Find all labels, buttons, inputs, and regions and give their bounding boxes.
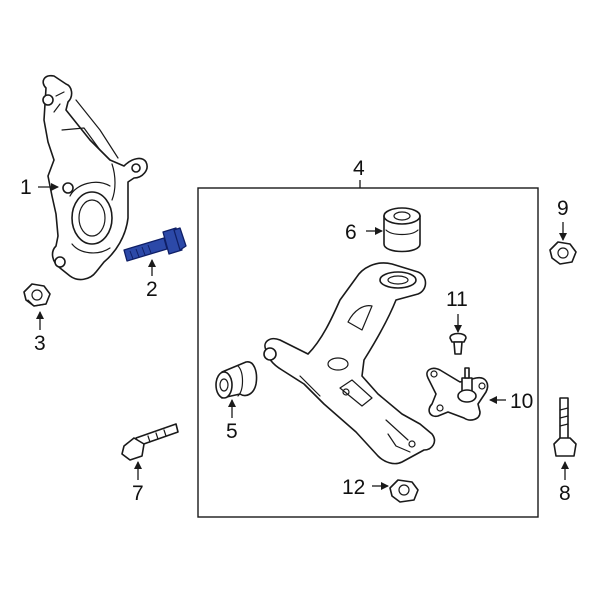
bolt-8[interactable] bbox=[553, 397, 577, 457]
callout-10: 10 bbox=[510, 390, 533, 413]
callout-12: 12 bbox=[342, 476, 365, 499]
highlighted-bolt[interactable] bbox=[123, 227, 187, 262]
bolt-11[interactable] bbox=[449, 332, 467, 355]
callout-2: 2 bbox=[146, 278, 158, 301]
ball-joint-10[interactable] bbox=[426, 367, 489, 421]
callout-3: 3 bbox=[34, 332, 46, 355]
callout-11: 11 bbox=[446, 288, 468, 311]
callout-7: 7 bbox=[132, 482, 144, 505]
lower-control-arm[interactable] bbox=[263, 262, 436, 465]
steering-knuckle[interactable] bbox=[42, 74, 148, 281]
flange-nut-12[interactable] bbox=[389, 479, 419, 503]
flange-nut-9[interactable] bbox=[549, 241, 577, 265]
callout-8: 8 bbox=[559, 482, 571, 505]
control-arm-group-box bbox=[197, 187, 539, 518]
bolt-7[interactable] bbox=[121, 423, 179, 461]
callout-6: 6 bbox=[345, 221, 357, 244]
callout-labels: 1 2 3 4 5 6 7 8 9 10 11 12 bbox=[20, 157, 571, 505]
leader-lines bbox=[36, 180, 569, 490]
bushing-6[interactable] bbox=[383, 207, 421, 253]
callout-4: 4 bbox=[353, 157, 365, 180]
callout-9: 9 bbox=[557, 197, 569, 220]
callout-1: 1 bbox=[20, 176, 32, 199]
callout-5: 5 bbox=[226, 420, 238, 443]
flange-nut-3[interactable] bbox=[23, 283, 51, 307]
bushing-5[interactable] bbox=[215, 361, 258, 399]
